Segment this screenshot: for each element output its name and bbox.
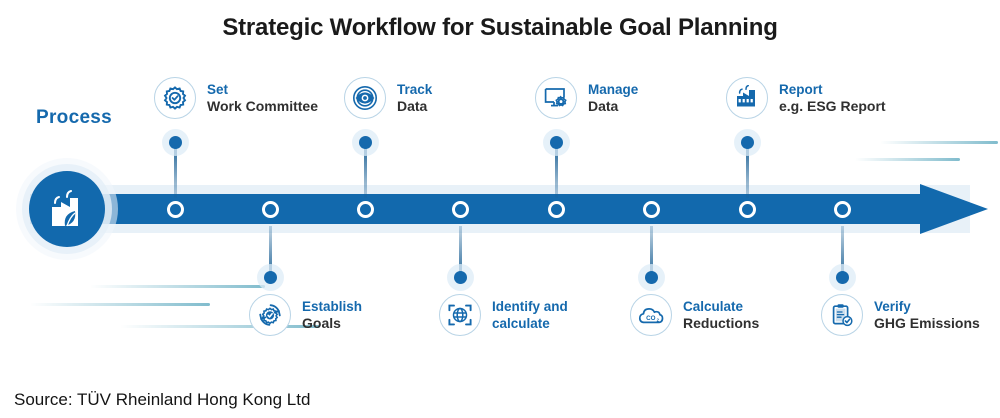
arrow-head-icon [920, 184, 988, 234]
gear-check-icon [154, 77, 196, 119]
connector-stem [745, 142, 749, 198]
bar-node-3[interactable] [356, 201, 374, 218]
connector-stem [554, 142, 558, 198]
eye-icon [344, 77, 386, 119]
connector-dot [549, 136, 563, 149]
step-title: Identify and [492, 298, 568, 314]
connector-dot [453, 271, 467, 284]
step-title: Establish [302, 298, 363, 314]
svg-text:CO: CO [646, 315, 656, 322]
process-label: Process [36, 107, 113, 128]
step-item-identify-and[interactable]: Identify and calculate [439, 294, 568, 336]
connector-dot [740, 136, 754, 149]
step-subtitle: Goals [302, 314, 341, 331]
connector-dot [358, 136, 372, 149]
step-subtitle: Work Committee [207, 97, 318, 114]
bar-node-7[interactable] [738, 201, 756, 218]
arrow-bar [30, 194, 925, 224]
connector-dot [644, 271, 658, 284]
bar-node-8[interactable] [833, 201, 851, 218]
globe-scan-icon [439, 294, 481, 336]
step-subtitle: Data [397, 97, 428, 114]
step-title: Track [397, 81, 433, 97]
decorative-streak [855, 158, 960, 161]
connector-dot [168, 136, 182, 149]
step-subtitle: e.g. ESG Report [779, 97, 886, 114]
connector-dot [263, 271, 277, 284]
step-title: Report [779, 81, 823, 97]
connector-stem [173, 142, 177, 198]
bar-node-1[interactable] [166, 201, 184, 218]
factory-icon [726, 77, 768, 119]
step-subtitle: Data [588, 97, 619, 114]
connector-stem [458, 226, 462, 282]
bar-node-4[interactable] [451, 201, 469, 218]
step-subtitle: GHG Emissions [874, 314, 980, 331]
start-node-eco-factory[interactable] [29, 171, 105, 247]
process-arrow [0, 176, 1000, 242]
connector-stem [840, 226, 844, 282]
gear-refresh-icon [249, 294, 291, 336]
monitor-gear-icon [535, 77, 577, 119]
connector-stem [363, 142, 367, 198]
eco-factory-icon [52, 190, 78, 227]
step-subtitle: calculate [492, 316, 550, 331]
decorative-streak [880, 141, 998, 144]
step-title: Calculate [683, 298, 744, 314]
source-caption: Source: TÜV Rheinland Hong Kong Ltd [14, 390, 311, 409]
connector-dot [835, 271, 849, 284]
step-title: Manage [588, 81, 639, 97]
connector-stem [649, 226, 653, 282]
bar-node-2[interactable] [261, 201, 279, 218]
decorative-streak [90, 285, 265, 288]
bar-node-6[interactable] [642, 201, 660, 218]
bar-node-5[interactable] [547, 201, 565, 218]
svg-text:2: 2 [657, 317, 660, 322]
step-title: Verify [874, 298, 911, 314]
step-title: Set [207, 81, 229, 97]
step-subtitle: Reductions [683, 314, 760, 331]
connector-stem [268, 226, 272, 282]
page-title: Strategic Workflow for Sustainable Goal … [222, 14, 778, 41]
decorative-streak [30, 303, 210, 306]
step-label-group: Identify and calculate [492, 298, 568, 332]
clipboard-check-icon [821, 294, 863, 336]
